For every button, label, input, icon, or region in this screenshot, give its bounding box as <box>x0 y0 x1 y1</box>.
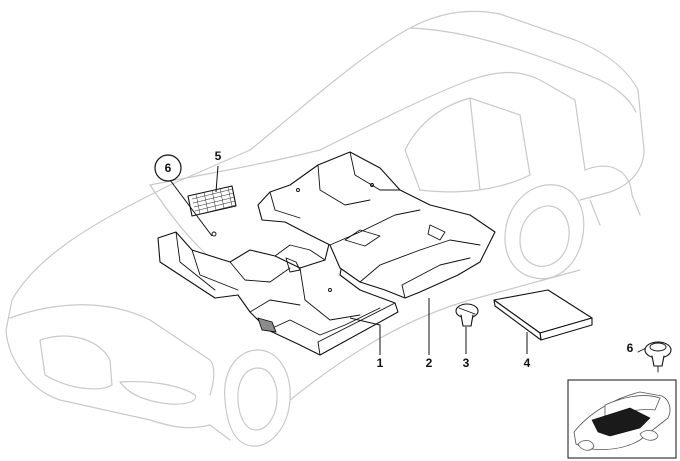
callout-1-label: 1 <box>377 356 384 370</box>
net-part <box>187 185 237 217</box>
car-body-outline <box>5 10 645 447</box>
location-thumbnail <box>567 379 677 459</box>
callout-ring <box>154 154 182 182</box>
callout-6-label: 6 <box>165 161 172 175</box>
callout-6-set-label: 6 <box>627 341 634 355</box>
callout-2-label: 2 <box>426 356 433 370</box>
insulation-pad-part <box>493 289 593 341</box>
callout-4-label: 4 <box>524 356 531 370</box>
set-part-6: 6 <box>627 341 672 373</box>
callout-5-label: 5 <box>215 149 222 163</box>
carpet-rear-part <box>257 151 496 299</box>
callout-3-label: 3 <box>463 356 470 370</box>
clip-part <box>455 303 479 327</box>
leader-lines <box>169 165 528 355</box>
